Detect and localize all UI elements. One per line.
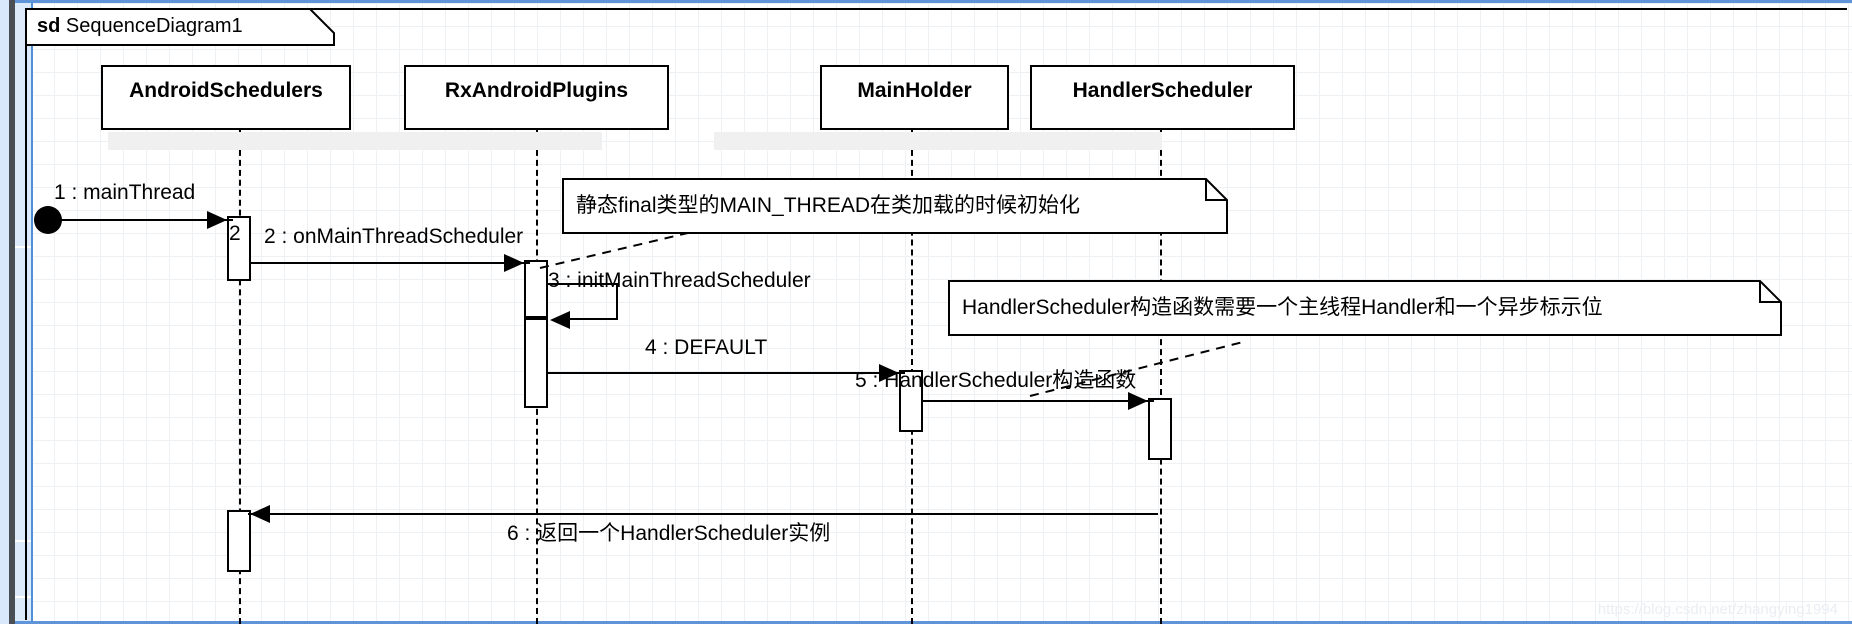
lifeline-head-android-schedulers[interactable]: AndroidSchedulers [101, 65, 351, 130]
diagram-frame-tab[interactable]: sd SequenceDiagram1 [25, 8, 335, 46]
editor-top-rule [15, 0, 1852, 3]
message-line-1[interactable] [48, 219, 233, 221]
message-label-4: 4 : DEFAULT [645, 336, 768, 359]
message-label-2: 2 : onMainThreadScheduler [264, 225, 524, 248]
arrow-head-icon-5 [1128, 392, 1148, 410]
note-handler-scheduler-text: HandlerScheduler构造函数需要一个主线程Handler和一个异步标… [962, 296, 1603, 319]
activation-bar-rx-android-plugins-1[interactable] [524, 260, 548, 318]
arrow-head-icon-6 [250, 505, 270, 523]
lifeline-shadow-main-holder [714, 132, 904, 150]
lifeline-head-rx-android-plugins[interactable]: RxAndroidPlugins [404, 65, 669, 130]
message-label-1: 1 : mainThread [54, 181, 196, 204]
lifeline-label-handler-scheduler: HandlerScheduler [1072, 79, 1253, 102]
frame-tab-text: sd SequenceDiagram1 [37, 15, 243, 38]
frame-stereotype: sd [37, 15, 61, 37]
editor-bottom-rule [15, 621, 1852, 624]
message-label-3: 3 : initMainThreadScheduler [548, 269, 811, 292]
note-main-thread-text: 静态final类型的MAIN_THREAD在类加载的时候初始化 [576, 194, 1081, 217]
frame-name: SequenceDiagram1 [65, 15, 243, 37]
message-line-5[interactable] [921, 400, 1154, 402]
ruler-tick [15, 596, 31, 598]
activation-bar-handler-scheduler[interactable] [1148, 398, 1172, 460]
lifeline-shadow-rx-android-plugins [360, 132, 602, 150]
message-line-3-top[interactable] [546, 283, 618, 285]
activation-index-2: 2 [229, 222, 241, 245]
message-line-4[interactable] [546, 372, 905, 374]
lifeline-head-handler-scheduler[interactable]: HandlerScheduler [1030, 65, 1295, 130]
lifeline-label-android-schedulers: AndroidSchedulers [129, 79, 323, 102]
activation-bar-android-schedulers-1[interactable] [227, 216, 251, 281]
note-handler-scheduler[interactable]: HandlerScheduler构造函数需要一个主线程Handler和一个异步标… [948, 280, 1782, 336]
note-anchor-line-2 [1029, 340, 1245, 400]
editor-left-dark-strip [9, 0, 15, 624]
note-main-thread[interactable]: 静态final类型的MAIN_THREAD在类加载的时候初始化 [562, 178, 1228, 234]
watermark: https://blog.csdn.net/zhangying1994 [1597, 601, 1838, 618]
lifeline-shadow-handler-scheduler [890, 132, 1162, 150]
lifeline-head-main-holder[interactable]: MainHolder [820, 65, 1009, 130]
arrow-head-icon-2 [504, 254, 524, 272]
arrow-head-icon-1 [207, 211, 227, 229]
editor-ruler-gutter[interactable] [15, 0, 33, 624]
arrow-head-icon-4 [879, 364, 899, 382]
message-line-3-bottom[interactable] [570, 318, 618, 320]
lifeline-label-main-holder: MainHolder [857, 79, 972, 102]
ruler-tick [15, 540, 31, 542]
activation-bar-android-schedulers-2[interactable] [227, 510, 251, 572]
message-label-6: 6 : 返回一个HandlerScheduler实例 [507, 522, 831, 545]
lifeline-label-rx-android-plugins: RxAndroidPlugins [444, 79, 629, 102]
lifeline-line-android-schedulers [239, 130, 241, 624]
start-found-message-dot [34, 206, 62, 234]
diagram-frame [25, 8, 1847, 620]
lifeline-shadow-android-schedulers [108, 132, 360, 150]
lifeline-line-handler-scheduler [1160, 130, 1162, 624]
activation-bar-rx-android-plugins-2[interactable] [524, 318, 548, 408]
message-line-3-side[interactable] [616, 283, 618, 320]
message-line-2[interactable] [249, 262, 530, 264]
ruler-tick [15, 246, 31, 248]
message-line-6[interactable] [248, 513, 1158, 515]
arrow-head-icon-3 [550, 311, 570, 329]
